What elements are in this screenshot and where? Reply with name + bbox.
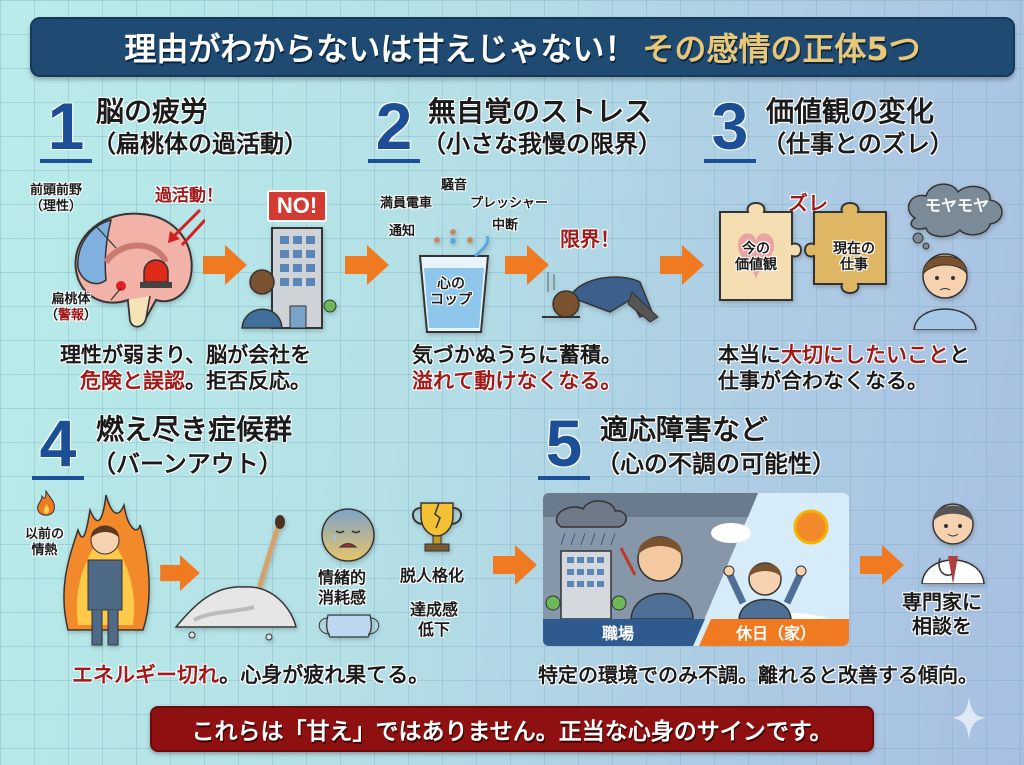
section-4-subtitle: （バーンアウト） (92, 450, 283, 478)
section-3-subtitle: （仕事とのズレ） (762, 130, 954, 158)
number-underline (40, 159, 92, 163)
workplace-holiday-illustration (543, 493, 849, 646)
number-underline (368, 159, 420, 163)
past-passion-label: 以前の 情熱 (25, 527, 65, 558)
section-1-title: 脳の疲労 (96, 95, 209, 128)
arrow-right-icon (660, 245, 704, 285)
section-3-title: 価値観の変化 (766, 95, 935, 128)
consult-expert-label: 専門家に 相談を (902, 590, 982, 638)
interruption-label: 中断 (492, 218, 519, 233)
low-achievement-label: 達成感 低下 (410, 600, 459, 639)
pressure-label: プレッシャー (470, 196, 549, 211)
number-underline (538, 476, 590, 480)
limit-label: 限界！ (560, 227, 620, 251)
section-2-title: 無自覚のストレス (428, 95, 653, 128)
emotional-exhaustion-label: 情緒的 消耗感 (318, 568, 367, 607)
overactive-label: 過活動！ (155, 186, 223, 206)
section-5-subtitle: （心の不調の可能性） (596, 450, 836, 478)
thought-label: モヤモヤ (925, 196, 990, 215)
section-3-caption: 本当に大切にしたいことと 仕事が合わなくなる。 (718, 343, 970, 393)
exhausted-face-icon (321, 508, 375, 562)
section-2-caption: 気づかぬうちに蓄積。 溢れて動けなくなる。 (412, 343, 622, 393)
number-underline (32, 476, 84, 480)
arrow-right-icon (505, 245, 549, 285)
puzzle-pieces-icon (719, 202, 887, 301)
arrow-right-icon (493, 545, 537, 585)
section-4-title: 燃え尽き症候群 (96, 413, 293, 446)
section-3-number: 3 (704, 93, 756, 163)
section-4-caption: エネルギー切れ。心身が疲れ果てる。 (72, 663, 430, 687)
workplace-label: 職場 (601, 624, 634, 643)
arrow-right-icon (345, 245, 389, 285)
title-highlight: その感情の正体5つ (642, 30, 921, 68)
burning-person-icon (63, 494, 150, 646)
no-sign: NO! (267, 190, 327, 222)
noise-label: 騒音 (441, 178, 468, 193)
depersonalization-label: 脱人格化 (400, 566, 465, 585)
brain-icon (74, 212, 193, 328)
doctor-icon (921, 503, 985, 584)
arrow-right-icon (203, 245, 247, 285)
gap-label: ズレ (788, 191, 828, 215)
holiday-label: 休日（家） (735, 624, 816, 643)
section-5-number: 5 (538, 410, 590, 480)
number-underline (704, 159, 756, 163)
section-1-subtitle: （扁桃体の過活動） (92, 130, 308, 158)
glass-cup-icon (418, 229, 490, 333)
arrow-right-icon (160, 555, 200, 591)
office-building-person-icon (241, 227, 337, 329)
worried-person-icon (913, 253, 977, 330)
face-mask-icon (318, 614, 380, 638)
title-banner: 理由がわからないは甘えじゃない！ その感情の正体5つ (30, 17, 1015, 77)
sparkle-icon (952, 697, 986, 739)
arrow-right-icon (860, 545, 904, 585)
section-4-number: 4 (32, 410, 84, 480)
cup-label: 心の コップ (430, 276, 472, 308)
notification-label: 通知 (389, 224, 416, 239)
title-main: 理由がわからないは甘えじゃない！ (124, 30, 637, 68)
amygdala-label: 扁桃体 （警報） (45, 292, 98, 323)
workplace-vs-holiday-panel: 職場 休日（家） (543, 493, 849, 646)
section-2-subtitle: （小さな我慢の限界） (422, 130, 662, 158)
section-5-title: 適応障害など (600, 413, 769, 446)
current-values-label: 今の 価値観 (735, 241, 777, 273)
current-job-label: 現在の 仕事 (833, 241, 875, 273)
section-5-caption: 特定の環境でのみ不調。離れると改善する傾向。 (538, 663, 978, 687)
alert-arrows-icon (168, 208, 205, 247)
ash-pile-burnt-match-icon (174, 515, 297, 641)
crowded-train-label: 満員電車 (380, 196, 433, 211)
section-2-number: 2 (368, 93, 420, 163)
flame-icon (37, 490, 55, 516)
footer-banner: これらは「甘え」ではありません。正当な心身のサインです。 (150, 706, 874, 752)
prefrontal-label: 前頭前野 （理性） (30, 183, 83, 214)
collapsed-person-icon (542, 272, 659, 323)
broken-trophy-icon (412, 502, 462, 552)
section-1-number: 1 (40, 93, 92, 163)
thought-cloud-icon (907, 183, 1003, 250)
section-1-caption: 理性が弱まり、脳が会社を 危険と誤認。拒否反応。 (60, 343, 312, 393)
